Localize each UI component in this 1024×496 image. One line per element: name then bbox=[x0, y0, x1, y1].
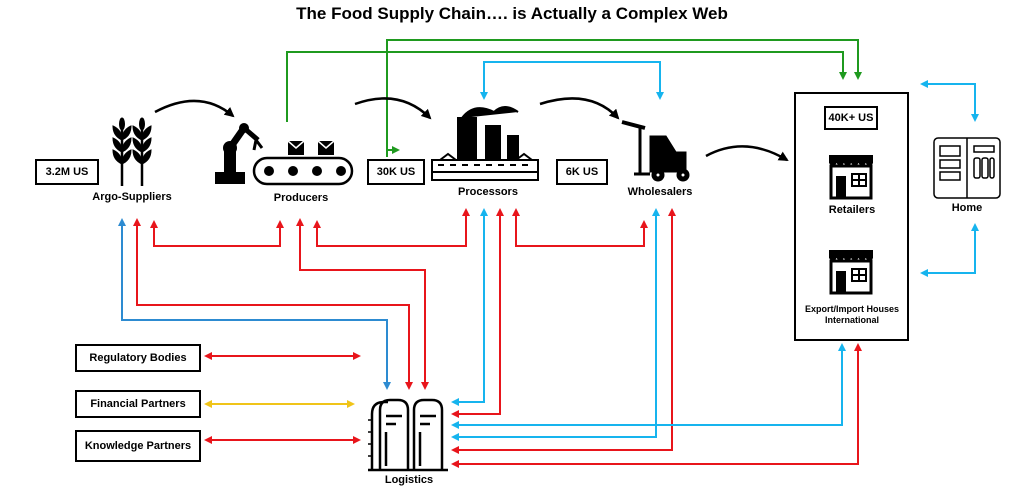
blue-processors-wholesalers bbox=[480, 61, 664, 100]
agro-label: Argo-Suppliers bbox=[92, 191, 172, 203]
silo-icon bbox=[368, 398, 448, 472]
red-node-links bbox=[150, 208, 648, 247]
diagram-title: The Food Supply Chain…. is Actually a Co… bbox=[296, 4, 728, 23]
retailers-label: Retailers bbox=[828, 204, 876, 216]
regulatory-bodies-box: Regulatory Bodies bbox=[75, 344, 201, 372]
processors-count-box: 6K US bbox=[556, 159, 608, 185]
store-icon bbox=[829, 250, 873, 295]
export-label: Export/Import Houses International bbox=[804, 304, 899, 325]
wholesalers-label: Wholesalers bbox=[627, 186, 693, 198]
red-producers-logistics bbox=[296, 218, 429, 390]
retail-container bbox=[794, 92, 909, 341]
wheat-icon bbox=[112, 117, 152, 186]
refrigerator-icon bbox=[933, 137, 1001, 199]
logistics-label: Logistics bbox=[384, 474, 434, 486]
flow-curves bbox=[154, 97, 789, 162]
logistics-right-links bbox=[451, 208, 862, 468]
retail-count-box: 40K+ US bbox=[824, 106, 878, 130]
financial-partners-box: Financial Partners bbox=[75, 390, 201, 418]
knowledge-partners-box: Knowledge Partners bbox=[75, 430, 201, 462]
producers-label: Producers bbox=[273, 192, 329, 204]
home-label: Home bbox=[951, 202, 983, 214]
agro-count-box: 3.2M US bbox=[35, 159, 99, 185]
forklift-icon bbox=[621, 120, 690, 182]
blue-home-retail bbox=[920, 80, 979, 122]
robot-arm-conveyor-icon bbox=[215, 123, 354, 186]
processors-label: Processors bbox=[458, 186, 518, 198]
producers-count-box: 30K US bbox=[367, 159, 425, 185]
store-icon bbox=[829, 155, 873, 200]
blue-home-export bbox=[920, 223, 979, 277]
factory-icon bbox=[431, 106, 539, 181]
